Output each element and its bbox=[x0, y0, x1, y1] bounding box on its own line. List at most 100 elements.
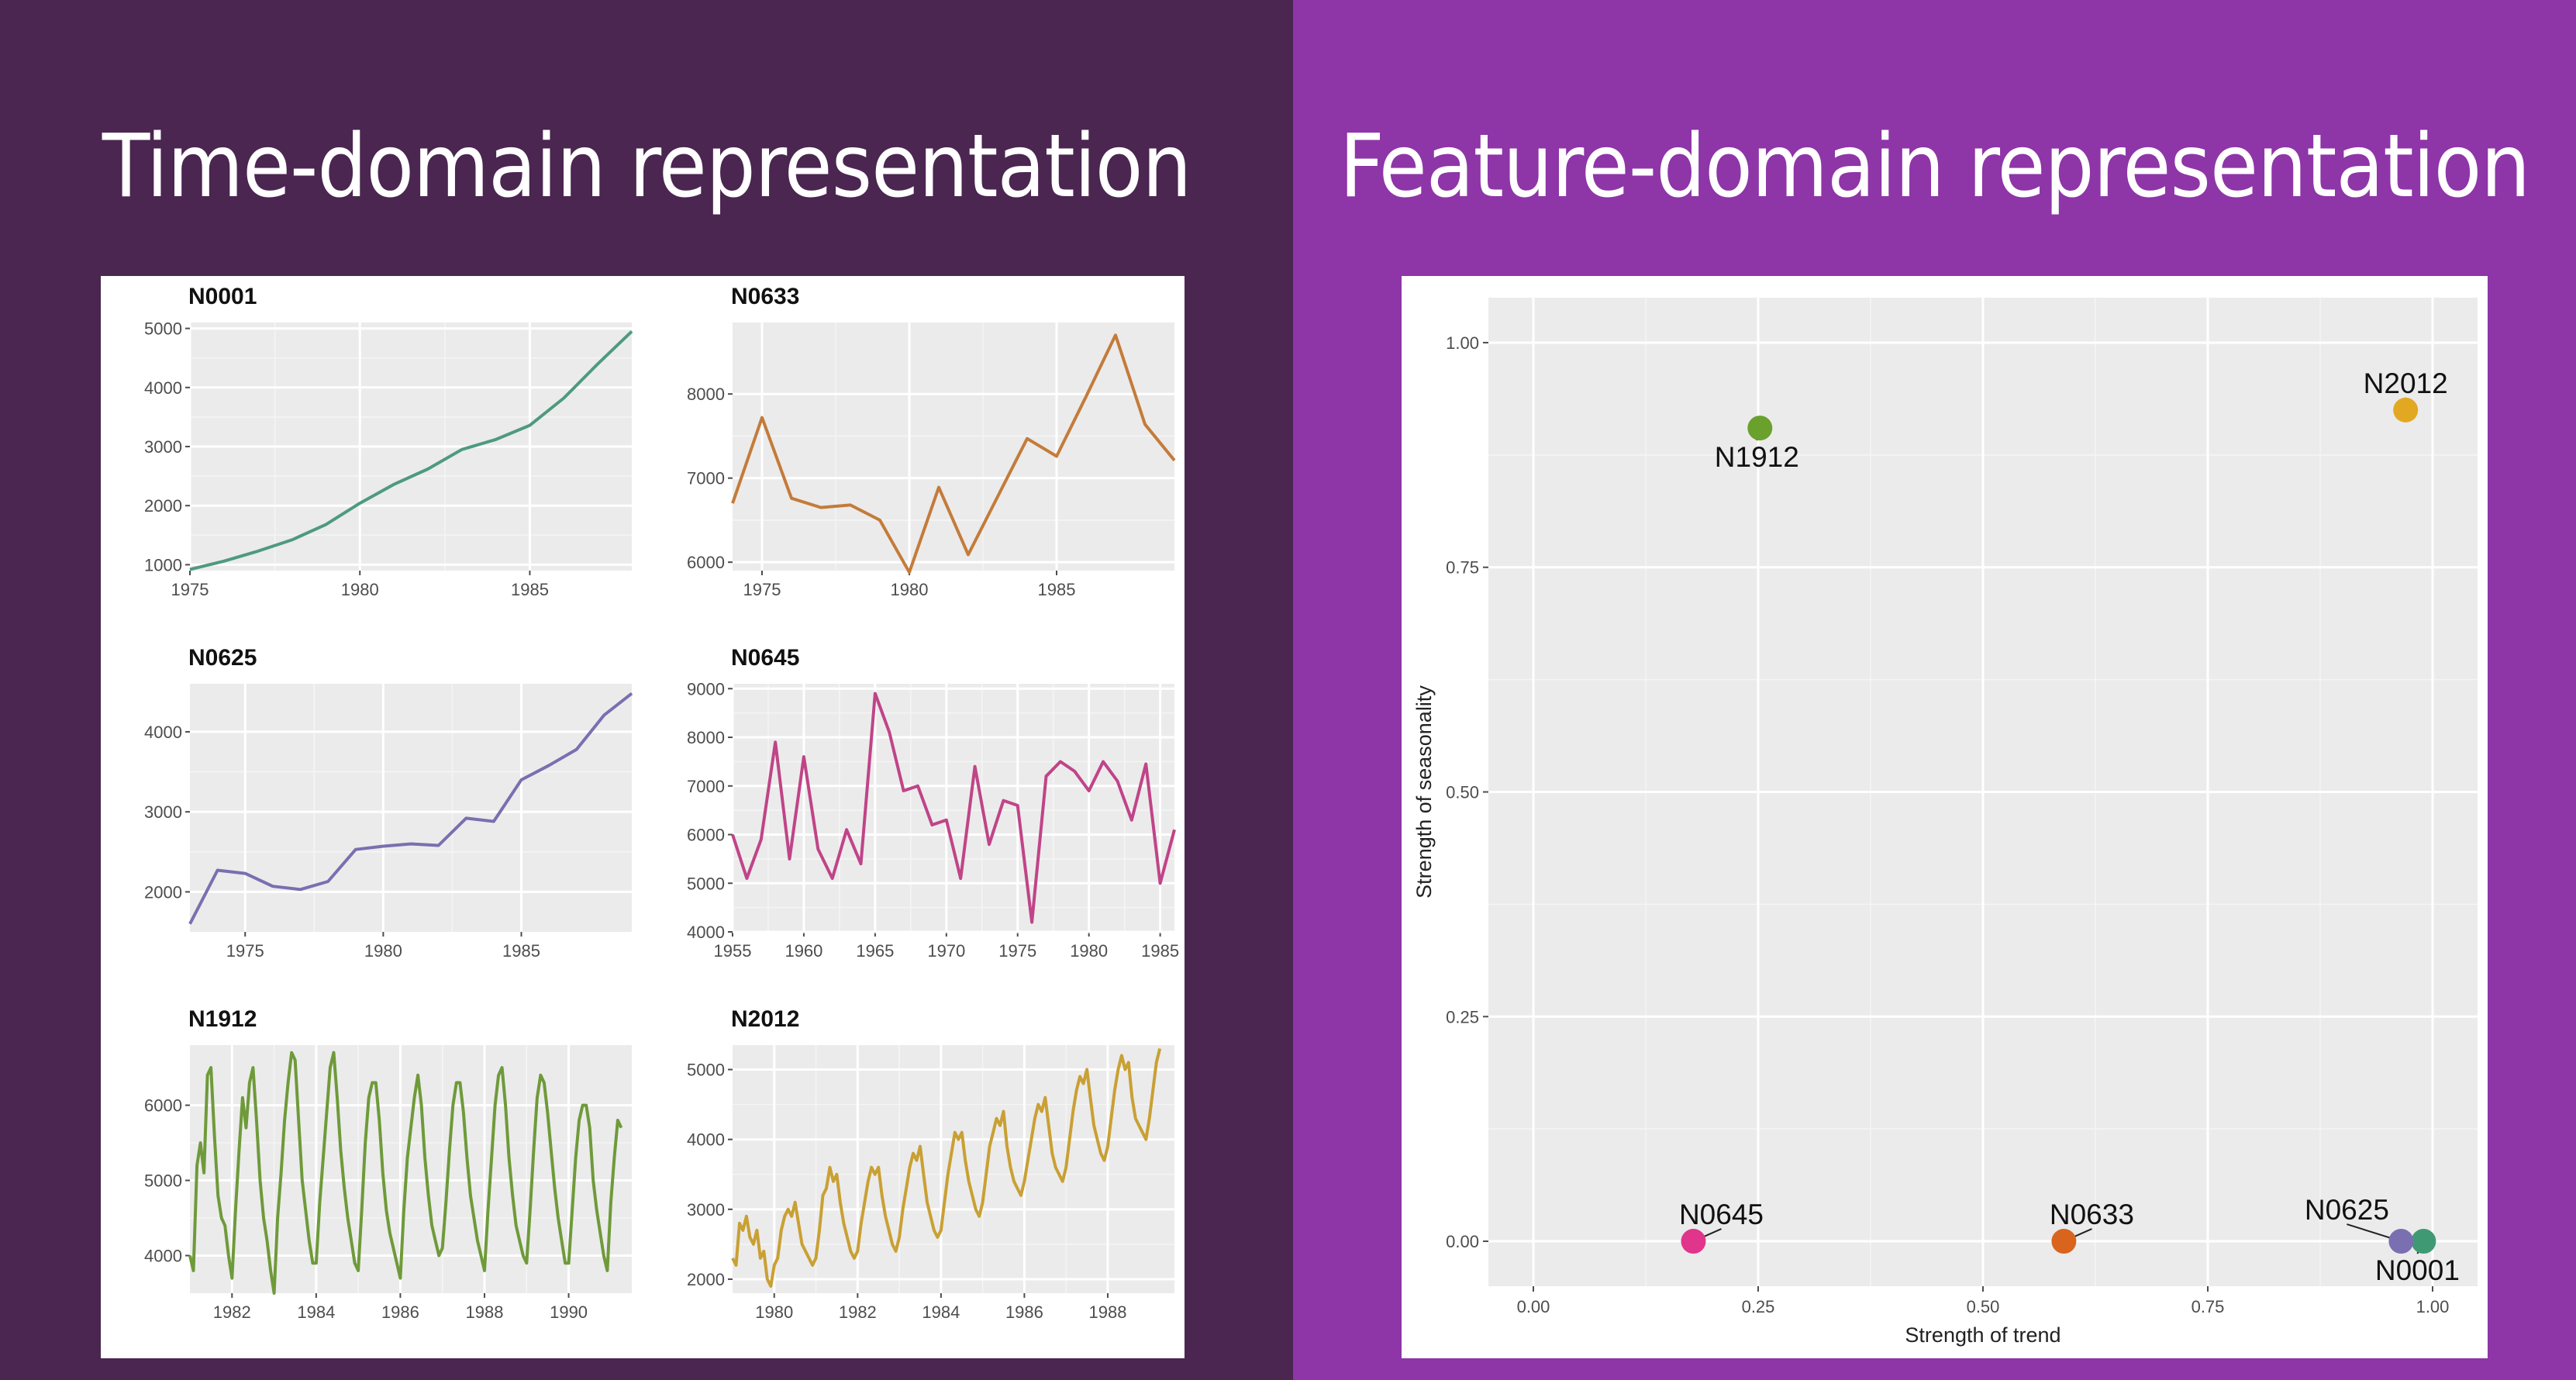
series-line bbox=[188, 692, 633, 925]
y-tick-label: 4000 bbox=[687, 923, 725, 942]
data-point bbox=[1747, 416, 1773, 441]
y-axis-title: Strength of seasonality bbox=[1412, 685, 1436, 899]
point-group-n0645: N0645 bbox=[1679, 1199, 1764, 1254]
x-tick-label: 1986 bbox=[381, 1302, 419, 1322]
y-tick-label: 4000 bbox=[144, 378, 182, 398]
feature-domain-card: 0.00 0.25 0.50 0.75 1.00 0.00 0.25 0.50 0.75 1.00… bbox=[1402, 276, 2488, 1358]
point-label: N1912 bbox=[1715, 441, 1799, 473]
x-tick-label: 1980 bbox=[1070, 941, 1108, 961]
chart-title: N0001 bbox=[188, 284, 257, 309]
data-point bbox=[2388, 1229, 2414, 1254]
y-tick-label: 4000 bbox=[144, 723, 182, 742]
point-group-n2012: N2012 bbox=[2364, 367, 2448, 423]
x-tick-label: 1980 bbox=[891, 580, 929, 599]
chart-title: N0645 bbox=[731, 645, 799, 671]
line-chart-n2012: N2012 1980 1982 1984 1986 1988 2000 3000 4000 500… bbox=[687, 1006, 1174, 1322]
data-point bbox=[2393, 397, 2419, 423]
data-point bbox=[1681, 1229, 1706, 1254]
chart-title: N0625 bbox=[188, 645, 257, 671]
plot-background bbox=[733, 684, 1174, 932]
point-group-n0633: N0633 bbox=[2050, 1199, 2134, 1254]
y-tick-label: 6000 bbox=[687, 826, 725, 845]
x-axis-title: Strength of trend bbox=[1905, 1323, 2060, 1347]
y-tick-label: 0.50 bbox=[1446, 783, 1479, 802]
y-tick-label: 2000 bbox=[144, 882, 182, 902]
y-tick-label: 0.25 bbox=[1446, 1007, 1479, 1026]
x-tick-label: 1988 bbox=[466, 1302, 504, 1322]
y-tick-label: 6000 bbox=[687, 553, 725, 572]
plot-background bbox=[733, 323, 1174, 571]
x-tick-label: 1990 bbox=[550, 1302, 588, 1322]
y-tick-label: 6000 bbox=[144, 1096, 182, 1116]
point-label: N2012 bbox=[2364, 367, 2448, 399]
y-tick-label: 1.00 bbox=[1446, 333, 1479, 353]
y-tick-label: 3000 bbox=[687, 1200, 725, 1220]
plot-background bbox=[190, 1045, 632, 1293]
x-tick-label: 1984 bbox=[922, 1302, 960, 1322]
series-line bbox=[188, 1051, 623, 1295]
data-point bbox=[2051, 1229, 2077, 1254]
x-tick-label: 1980 bbox=[364, 941, 402, 961]
x-tick-label: 1985 bbox=[502, 941, 540, 961]
x-tick-label: 1986 bbox=[1005, 1302, 1043, 1322]
y-tick-label: 2000 bbox=[144, 496, 182, 516]
series-line bbox=[731, 333, 1176, 574]
y-tick-label: 2000 bbox=[687, 1270, 725, 1289]
y-tick-label: 8000 bbox=[687, 728, 725, 747]
y-tick-label: 1000 bbox=[144, 555, 182, 574]
x-tick-label: 1985 bbox=[1141, 941, 1179, 961]
series-line bbox=[189, 329, 633, 571]
x-tick-label: 1965 bbox=[856, 941, 894, 961]
line-chart-n1912: N1912 1982 1984 1986 1988 1990 4000 5000 6000 bbox=[144, 1006, 632, 1322]
x-tick-label: 1.00 bbox=[2416, 1297, 2450, 1316]
y-tick-label: 3000 bbox=[144, 802, 182, 822]
y-tick-label: 7000 bbox=[687, 469, 725, 488]
data-point bbox=[2411, 1229, 2436, 1254]
y-tick-label: 7000 bbox=[687, 777, 725, 796]
y-tick-label: 4000 bbox=[144, 1247, 182, 1266]
x-tick-label: 1960 bbox=[785, 941, 822, 961]
plot-background bbox=[190, 684, 632, 932]
x-tick-label: 1988 bbox=[1088, 1302, 1126, 1322]
x-tick-label: 0.50 bbox=[1967, 1297, 2000, 1316]
y-tick-label: 0.00 bbox=[1446, 1232, 1479, 1251]
chart-title: N2012 bbox=[731, 1006, 799, 1032]
point-label: N0001 bbox=[2375, 1254, 2460, 1286]
x-tick-label: 1982 bbox=[839, 1302, 877, 1322]
x-tick-label: 1975 bbox=[171, 580, 209, 599]
y-tick-label: 5000 bbox=[144, 1171, 182, 1191]
x-tick-label: 1970 bbox=[927, 941, 965, 961]
series-line bbox=[731, 1048, 1162, 1288]
y-tick-label: 9000 bbox=[687, 679, 725, 699]
x-tick-label: 1975 bbox=[998, 941, 1036, 961]
x-tick-label: 1980 bbox=[755, 1302, 793, 1322]
line-chart-n0001: N0001 1975 1980 1985 1000 2000 3000 4000 5000 bbox=[144, 284, 633, 599]
y-tick-label: 0.75 bbox=[1446, 558, 1479, 578]
x-tick-label: 1984 bbox=[297, 1302, 335, 1322]
y-tick-label: 3000 bbox=[144, 437, 182, 457]
y-tick-label: 4000 bbox=[687, 1130, 725, 1150]
point-label: N0625 bbox=[2305, 1194, 2389, 1226]
x-tick-label: 0.75 bbox=[2191, 1297, 2225, 1316]
y-tick-label: 5000 bbox=[687, 1061, 725, 1080]
x-tick-label: 1975 bbox=[226, 941, 264, 961]
x-tick-label: 1982 bbox=[213, 1302, 251, 1322]
chart-title: N1912 bbox=[188, 1006, 257, 1032]
y-tick-label: 8000 bbox=[687, 385, 725, 404]
x-tick-label: 0.25 bbox=[1742, 1297, 1775, 1316]
line-chart-n0625: N0625 1975 1980 1985 2000 3000 4000 bbox=[144, 645, 633, 961]
x-tick-label: 1985 bbox=[1038, 580, 1076, 599]
point-label: N0633 bbox=[2050, 1199, 2134, 1230]
x-tick-label: 1985 bbox=[511, 580, 549, 599]
x-tick-label: 1955 bbox=[714, 941, 752, 961]
x-tick-label: 1975 bbox=[743, 580, 781, 599]
y-tick-label: 5000 bbox=[144, 319, 182, 339]
point-group-n0625: N0625 bbox=[2305, 1194, 2414, 1254]
x-tick-label: 1980 bbox=[341, 580, 379, 599]
x-tick-label: 0.00 bbox=[1517, 1297, 1550, 1316]
series-line bbox=[731, 692, 1176, 924]
